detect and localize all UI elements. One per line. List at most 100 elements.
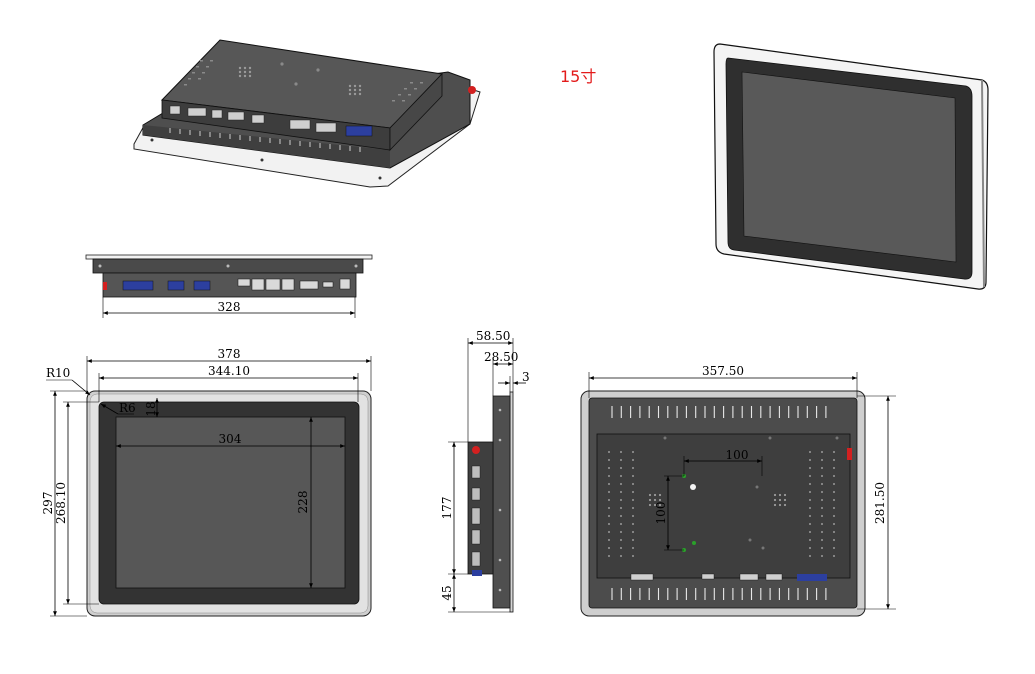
vent-dot	[833, 483, 835, 485]
vent-dot	[809, 491, 811, 493]
vent-dot	[608, 459, 610, 461]
vent-dot	[608, 547, 610, 549]
vent-dot	[809, 459, 811, 461]
vent-dot	[632, 467, 634, 469]
inner-width-dimension: 344.10	[208, 364, 250, 378]
vent-dot	[833, 475, 835, 477]
vent-dot	[620, 459, 622, 461]
front-orthographic-view: 378 344.10 R10 R6 18 304 228 297 268.10	[41, 347, 372, 617]
vent-dot	[833, 459, 835, 461]
vent-dot	[833, 547, 835, 549]
vent-dot	[620, 539, 622, 541]
vent-dot	[620, 515, 622, 517]
vent-dot	[809, 467, 811, 469]
vent-dot	[809, 555, 811, 557]
rear-height-dimension: 281.50	[873, 482, 887, 524]
rear-orthographic-view: 100 100 357.50 281.50	[580, 364, 896, 617]
vent-dot	[833, 507, 835, 509]
vent-dot	[821, 451, 823, 453]
vent-dot	[632, 555, 634, 557]
vent-dot	[620, 499, 622, 501]
vent-dot	[608, 491, 610, 493]
vent-dot	[809, 531, 811, 533]
total-depth-dimension: 58.50	[476, 329, 510, 343]
vent-dot	[833, 467, 835, 469]
vent-dot	[608, 555, 610, 557]
inner-height-dimension: 268.10	[54, 482, 68, 524]
mount-height-dimension: 177	[440, 497, 454, 520]
rear-width-dimension: 357.50	[702, 364, 744, 378]
vent-dot	[809, 523, 811, 525]
bottom-edge-view: 328	[85, 254, 373, 318]
vent-dot	[833, 515, 835, 517]
vent-dot	[620, 547, 622, 549]
vent-dot	[608, 515, 610, 517]
vent-dot	[632, 523, 634, 525]
outer-width-dimension: 378	[218, 347, 241, 361]
vent-dot	[632, 475, 634, 477]
isometric-rear-view	[133, 39, 481, 188]
vent-dot	[620, 491, 622, 493]
vent-dot	[833, 555, 835, 557]
vent-dot	[620, 555, 622, 557]
vent-dot	[821, 491, 823, 493]
vent-dot	[608, 483, 610, 485]
vent-dot	[833, 523, 835, 525]
vent-dot	[821, 523, 823, 525]
top-offset-dimension: 18	[144, 401, 158, 416]
vent-dot	[632, 507, 634, 509]
vesa-vertical-dimension: 100	[654, 502, 668, 525]
screen-height-dimension: 228	[296, 491, 310, 514]
vent-dot	[620, 531, 622, 533]
vent-dot	[608, 539, 610, 541]
product-size-title: 15寸	[560, 67, 596, 86]
vent-dot	[608, 523, 610, 525]
side-orthographic-view: 58.50 28.50 3 177 45	[440, 329, 530, 613]
vent-dot	[608, 451, 610, 453]
vent-dot	[620, 483, 622, 485]
isometric-front-view	[713, 43, 989, 290]
vent-dot	[608, 507, 610, 509]
bottom-width-dimension: 328	[218, 300, 241, 314]
vent-dot	[833, 491, 835, 493]
vent-dot	[833, 451, 835, 453]
vent-dot	[632, 483, 634, 485]
vent-dot	[632, 515, 634, 517]
vent-dot	[821, 555, 823, 557]
vent-dot	[632, 491, 634, 493]
inner-radius-label: R6	[119, 401, 136, 415]
vent-dot	[632, 539, 634, 541]
vent-dot	[821, 547, 823, 549]
vesa-horizontal-dimension: 100	[726, 448, 749, 462]
vent-dot	[809, 547, 811, 549]
vent-dot	[821, 539, 823, 541]
vent-dot	[833, 531, 835, 533]
vent-dot	[809, 475, 811, 477]
vent-dot	[608, 467, 610, 469]
vent-dot	[821, 475, 823, 477]
vent-dot	[632, 459, 634, 461]
body-depth-dimension: 28.50	[484, 350, 518, 364]
vent-dot	[833, 499, 835, 501]
vent-dot	[821, 467, 823, 469]
vent-dot	[821, 499, 823, 501]
panel-thickness-dimension: 3	[522, 370, 530, 384]
vent-dot	[632, 531, 634, 533]
vent-dot	[821, 483, 823, 485]
vent-dot	[632, 547, 634, 549]
vent-dot	[632, 451, 634, 453]
vent-dot	[620, 523, 622, 525]
vent-dot	[620, 467, 622, 469]
vent-dot	[821, 515, 823, 517]
bottom-offset-dimension: 45	[440, 585, 454, 600]
screen-width-dimension: 304	[219, 432, 242, 446]
vent-dot	[608, 475, 610, 477]
outer-radius-label: R10	[46, 366, 70, 380]
vent-dot	[821, 531, 823, 533]
vent-dot	[608, 499, 610, 501]
vent-dot	[608, 531, 610, 533]
vent-dot	[620, 451, 622, 453]
vent-dot	[833, 539, 835, 541]
vent-dot	[809, 451, 811, 453]
